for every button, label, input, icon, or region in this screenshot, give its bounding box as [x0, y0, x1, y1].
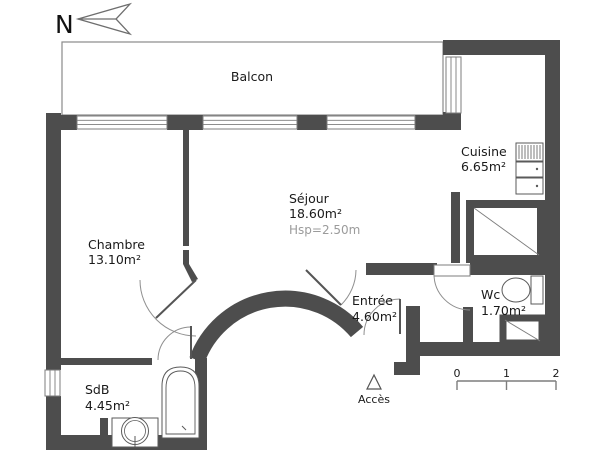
door-swing-arc	[363, 298, 401, 336]
door-sejour-entree	[305, 269, 357, 306]
window-sdb	[44, 369, 61, 397]
bathtub-symbol	[161, 366, 200, 439]
room-ceiling-sejour: Hsp=2.50m	[289, 223, 360, 237]
window	[76, 115, 168, 130]
shaft-diagonal	[473, 207, 540, 256]
window-frame	[326, 115, 416, 130]
shaft-diagonal	[504, 319, 541, 342]
shaft-box	[466, 200, 545, 263]
scale-tick-label: 1	[503, 367, 510, 380]
door-swing-arc	[139, 279, 197, 337]
window-frame	[445, 56, 462, 114]
toilet-bowl	[501, 277, 531, 303]
bathtub-inner	[165, 370, 196, 435]
door-swing-arc	[433, 273, 471, 311]
scale-tick-label: 0	[454, 367, 461, 380]
kitchen-hatch-lines	[518, 145, 541, 159]
wall-wc-left	[463, 307, 473, 345]
scale-bar: 0 1 2	[454, 367, 560, 390]
wall-left-upper	[46, 113, 61, 370]
north-arrow-icon: N	[55, 2, 133, 39]
room-label-entree: Entrée	[352, 293, 393, 308]
window-frame	[202, 115, 298, 130]
room-area-sdb: 4.45m²	[85, 398, 130, 413]
interior-walls	[61, 130, 545, 446]
wall-basin-stub	[100, 418, 108, 446]
kitchen-unit	[515, 161, 544, 178]
room-area-entree: 4.60m²	[352, 309, 397, 324]
bathtub-outer	[161, 366, 200, 439]
door-leaf	[433, 264, 471, 277]
room-label-chambre: Chambre	[88, 237, 145, 252]
door-sdb	[157, 326, 192, 361]
room-labels: Séjour 18.60m² Hsp=2.50m Chambre 13.10m²…	[85, 144, 526, 413]
door-swing-arc	[340, 269, 357, 306]
room-area-wc: 1.70m²	[481, 303, 526, 318]
wall-sejour-south-right	[470, 263, 545, 275]
access-label: Accès	[358, 393, 390, 406]
wall-kitchen-top	[443, 40, 560, 55]
door-leaf	[155, 279, 197, 319]
kitchen-unit-knob	[535, 184, 539, 188]
door-wc	[433, 264, 471, 311]
toilet-tank	[530, 275, 544, 305]
scale-tick-label: 2	[553, 367, 560, 380]
access-marker: Accès	[358, 373, 390, 406]
balcony-outline	[61, 41, 444, 116]
window-kitchen	[445, 56, 462, 114]
wall-entry-foot	[394, 362, 420, 375]
wall-chambre-partition	[183, 250, 189, 264]
north-label: N	[55, 10, 74, 39]
technical-shaft	[499, 314, 546, 347]
technical-shaft	[466, 200, 545, 263]
wall-band-segment	[61, 115, 77, 130]
room-label-wc: Wc	[481, 287, 500, 302]
toilet-symbol	[501, 275, 544, 305]
room-label-sejour: Séjour	[289, 191, 330, 206]
arch-wall	[189, 290, 364, 363]
room-area-sejour: 18.60m²	[289, 206, 342, 221]
wall-kitchen-window-base	[443, 112, 461, 130]
wall-sdb-top	[61, 358, 152, 365]
kitchen-unit	[515, 177, 544, 195]
window-frame	[44, 369, 61, 397]
door-entrance	[363, 298, 401, 336]
room-label-cuisine: Cuisine	[461, 144, 507, 159]
bathtub-drain	[181, 425, 187, 431]
wall-band-segment	[415, 115, 446, 130]
kitchen-sink-hatch	[515, 142, 544, 162]
room-area-cuisine: 6.65m²	[461, 159, 506, 174]
door-chambre	[139, 279, 197, 337]
wall-cuisine-partition	[451, 192, 460, 263]
room-area-chambre: 13.10m²	[88, 252, 141, 267]
wall-band-segment	[297, 115, 327, 130]
balcony-label: Balcon	[231, 69, 273, 84]
window	[202, 115, 298, 130]
kitchen-unit-knob	[535, 167, 539, 171]
wall-chambre-partition	[183, 130, 189, 246]
washbasin-symbol	[111, 417, 159, 448]
door-leaf	[305, 269, 342, 306]
room-label-sdb: SdB	[85, 382, 109, 397]
wall-band-segment	[167, 115, 203, 130]
door-swing-arc	[157, 326, 192, 361]
window	[326, 115, 416, 130]
wall-entry-jamb	[406, 306, 420, 364]
access-arrow-icon	[366, 373, 382, 390]
wall-right	[545, 40, 560, 356]
wall-chambre-partition-stub	[183, 264, 198, 282]
window-frame	[76, 115, 168, 130]
wall-sejour-south-left	[366, 263, 437, 275]
kitchen-appliances	[515, 142, 544, 195]
